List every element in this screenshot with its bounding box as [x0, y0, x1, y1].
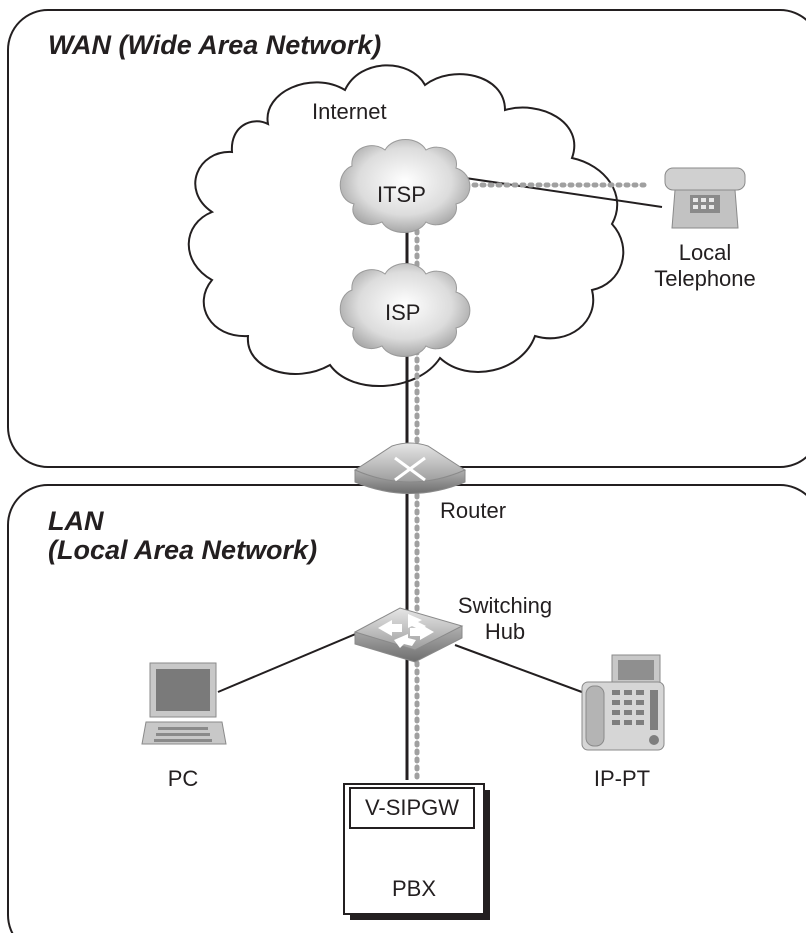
wan-title: WAN (Wide Area Network) [48, 30, 382, 60]
v-sipgw-card [349, 787, 475, 829]
isp-label: ISP [385, 300, 421, 325]
lan-title-line2: (Local Area Network) [48, 535, 318, 565]
ip-pt-link [454, 644, 591, 696]
pbx-label: PBX [391, 876, 437, 901]
pc-icon [141, 662, 227, 745]
switching-hub-label-line1: Switching [457, 593, 553, 618]
local-telephone-label-line2: Telephone [654, 266, 756, 291]
switching-hub-icon [353, 607, 464, 663]
pc-label: PC [167, 766, 199, 791]
lan-title-line1: LAN [48, 506, 104, 536]
ip-pt-icon [581, 654, 665, 751]
isp-cloud [339, 263, 471, 357]
itsp-cloud [339, 139, 471, 233]
internet-label: Internet [312, 99, 387, 124]
wired-link-itsp-telephone [444, 174, 663, 208]
local-telephone-label-line1: Local [678, 240, 732, 265]
switching-hub-label-line2: Hub [484, 619, 526, 644]
pbx-box [343, 783, 490, 920]
router-label: Router [440, 498, 507, 523]
v-sipgw-label: V-SIPGW [364, 795, 460, 820]
itsp-label: ITSP [377, 182, 426, 207]
local-telephone-icon [664, 167, 746, 229]
pc-link [217, 629, 366, 693]
router-icon [353, 442, 467, 494]
ip-pt-label: IP-PT [593, 766, 651, 791]
